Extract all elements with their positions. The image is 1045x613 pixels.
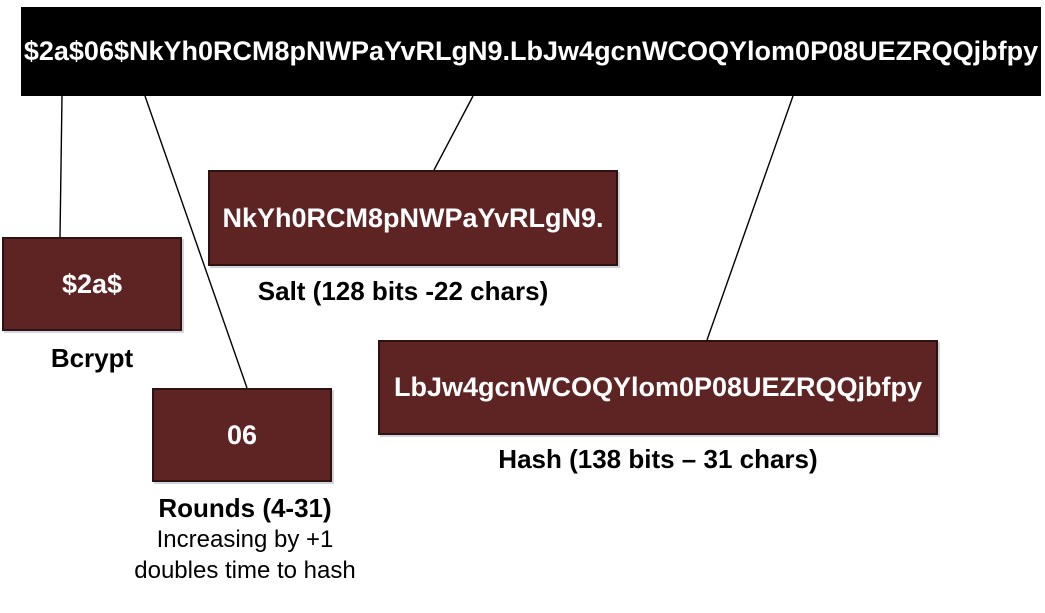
bcrypt-prefix-box: $2a$ xyxy=(2,237,182,331)
connector-line-salt xyxy=(433,95,474,171)
rounds-box: 06 xyxy=(152,388,332,482)
salt-label: Salt (128 bits -22 chars) xyxy=(257,276,549,306)
rounds-value: 06 xyxy=(226,419,258,450)
rounds-label: Rounds (4-31) xyxy=(158,493,332,523)
rounds-note-line2: doubles time to hash xyxy=(134,557,356,584)
salt-box: NkYh0RCM8pNWPaYvRLgN9. xyxy=(208,170,618,266)
rounds-label-block: Rounds (4-31) Increasing by +1 doubles t… xyxy=(95,492,395,586)
connector-line-bcrypt xyxy=(59,95,63,238)
connector-line-hash xyxy=(706,95,794,341)
hash-box: LbJw4gcnWCOQYlom0P08UEZRQQjbfpy xyxy=(378,340,938,435)
hash-value: LbJw4gcnWCOQYlom0P08UEZRQQjbfpy xyxy=(393,372,923,402)
bcrypt-label: Bcrypt xyxy=(50,343,134,373)
hash-label: Hash (138 bits – 31 chars) xyxy=(498,444,818,474)
salt-value: NkYh0RCM8pNWPaYvRLgN9. xyxy=(222,202,604,233)
rounds-note-line1: Increasing by +1 xyxy=(156,526,334,553)
bcrypt-prefix-value: $2a$ xyxy=(61,268,123,299)
full-hash-text: $2a$06$NkYh0RCM8pNWPaYvRLgN9.LbJw4gcnWCO… xyxy=(23,36,1039,66)
full-hash-banner: $2a$06$NkYh0RCM8pNWPaYvRLgN9.LbJw4gcnWCO… xyxy=(21,7,1041,96)
